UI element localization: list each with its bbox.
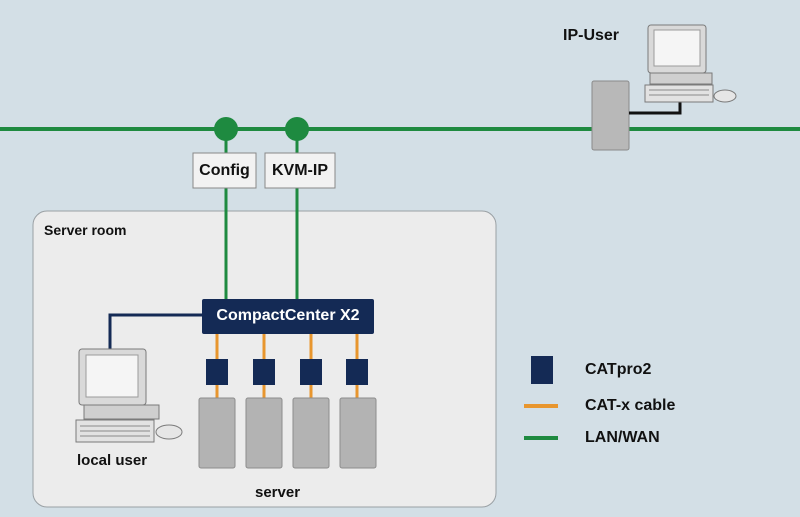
- legend-cat-x-label: CAT-x cable: [585, 397, 676, 414]
- server-unit: [292, 397, 330, 469]
- config-label: Config: [199, 162, 250, 179]
- local-user-label: local user: [77, 452, 148, 469]
- server-unit: [339, 397, 377, 469]
- legend-catpro2-label: CATpro2: [585, 361, 652, 378]
- compact-center-label: CompactCenter X2: [216, 307, 360, 324]
- catpro2-module: [346, 359, 368, 385]
- local-user-computer-icon: [75, 348, 183, 443]
- config-lan-node: [214, 117, 238, 141]
- ip-user-tower-link: [629, 101, 682, 115]
- server-unit: [245, 397, 283, 469]
- server-label: server: [255, 484, 301, 501]
- server-room-label: Server room: [44, 222, 127, 238]
- server-unit: [198, 397, 236, 469]
- catpro2-modules: [206, 359, 368, 385]
- catpro2-module: [206, 359, 228, 385]
- ip-user-label: IP-User: [563, 27, 620, 44]
- config-port-box: [192, 152, 257, 189]
- servers: [198, 397, 377, 469]
- legend-catpro2-symbol: [531, 356, 553, 384]
- ip-user-tower-icon: [591, 80, 630, 151]
- legend-lan-wan-label: LAN/WAN: [585, 429, 660, 446]
- kvm-ip-label: KVM-IP: [272, 162, 328, 179]
- kvm-ip-lan-node: [285, 117, 309, 141]
- kvm-ip-port-box: [264, 152, 336, 189]
- ip-user-computer-icon: [644, 24, 737, 103]
- compact-center-box: [202, 299, 374, 334]
- catpro2-module: [300, 359, 322, 385]
- local-user-link: [108, 313, 205, 352]
- catpro2-module: [253, 359, 275, 385]
